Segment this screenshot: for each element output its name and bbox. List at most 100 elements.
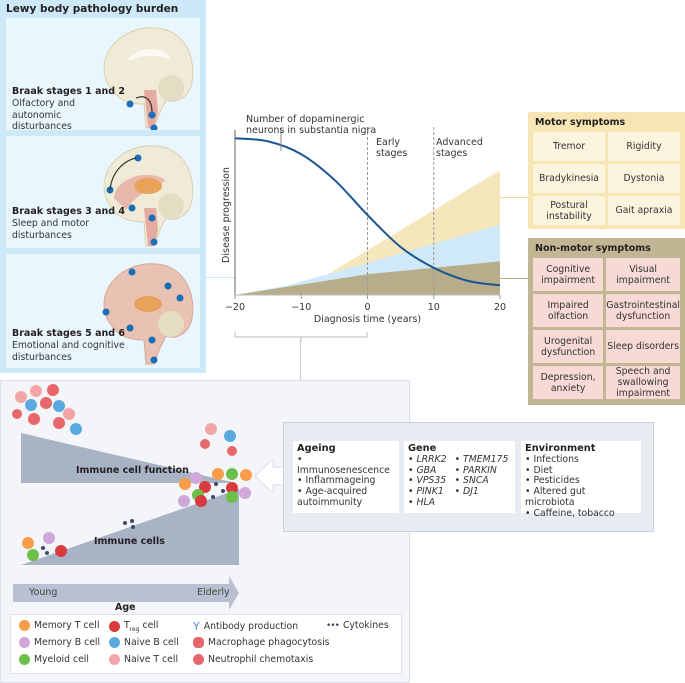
gene-item: GBA <box>408 465 447 477</box>
macrophage-icon <box>193 637 204 648</box>
legend-myeloid-cell: Myeloid cell <box>19 654 89 665</box>
early-stages-label-2: stages <box>376 148 407 159</box>
advanced-stages-label-1: Advanced <box>436 137 483 148</box>
gene-title: Gene <box>408 443 437 454</box>
immune-cells-label: Immune cells <box>94 536 165 547</box>
disease-progression-chart: −20 −10 0 10 20 Number of dopaminergic neuro… <box>221 114 506 342</box>
nonmotor-symptom: Impaired olfaction <box>533 294 604 327</box>
immune-function-label: Immune cell function <box>76 465 189 476</box>
risk-factors-panel: Ageing ImmunosenescenceInflammageingAge-… <box>283 422 654 532</box>
ageing-item: Inflammageing <box>297 476 395 487</box>
elderly-function-cells <box>200 423 237 456</box>
environment-item: Diet <box>525 465 637 477</box>
braak-stage-1-2: Braak stages 1 and 2 Olfactory and auton… <box>6 18 200 132</box>
gene-item: DJ1 <box>455 486 509 498</box>
motor-symptom: Gait apraxia <box>608 196 680 225</box>
legend-naive-b-cell: Naive B cell <box>109 637 179 648</box>
environment-item: Altered gut microbiota <box>525 486 637 509</box>
ageing-item: Immunosenescence <box>297 455 395 477</box>
legend-neutrophil: Neutrophil chemotaxis <box>193 654 313 665</box>
early-stages-label-1: Early <box>376 137 400 148</box>
lewy-body-panel: Lewy body pathology burden Braak stages … <box>0 0 206 373</box>
motor-symptom: Rigidity <box>608 132 680 161</box>
environment-item: Pesticides <box>525 476 637 487</box>
stage-description: Sleep and motor disturbances <box>12 218 90 241</box>
nonmotor-symptom: Cognitive impairment <box>533 258 604 291</box>
gene-item: SNCA <box>455 476 509 487</box>
treg-cell-icon <box>109 620 120 632</box>
stage-title: Braak stages 5 and 6 <box>12 328 125 339</box>
neurons-curve <box>234 137 501 287</box>
x-tick-label: −20 <box>225 302 245 313</box>
nonmotor-symptom: Visual impairment <box>606 258 680 291</box>
brain-stage-3-icon <box>103 145 194 247</box>
neutrophil-icon <box>193 654 204 665</box>
brain-stage-1-icon <box>103 27 194 130</box>
legend-treg-cell: Treg cell <box>109 620 158 633</box>
age-elderly-label: Elderly <box>197 587 230 598</box>
gene-item: TMEM175 <box>455 454 508 466</box>
myeloid-cell-icon <box>19 654 30 665</box>
stage-title: Braak stages 3 and 4 <box>12 206 125 217</box>
x-tick-label: 10 <box>428 302 440 313</box>
nonmotor-symptom: Speech and swallowing impairment <box>606 366 680 399</box>
motor-symptom: Postural instability <box>533 196 605 225</box>
immune-cells-wedge <box>21 489 239 565</box>
age-young-label: Young <box>29 587 58 598</box>
motor-title: Motor symptoms <box>535 117 626 128</box>
x-tick-label: 0 <box>364 302 370 313</box>
x-axis-label: Diagnosis time (years) <box>314 314 421 325</box>
gene-item: PINK1 <box>408 486 447 498</box>
legend-memory-b-cell: Memory B cell <box>19 637 100 648</box>
gene-item: LRRK2 <box>408 454 446 466</box>
memory-b-cell-icon <box>19 637 30 648</box>
motor-symptom: Bradykinesia <box>533 164 605 193</box>
motor-symptom: Tremor <box>533 132 605 161</box>
brain-stage-5-icon <box>102 263 194 365</box>
x-tick-label: 20 <box>494 302 506 313</box>
gene-box: Gene LRRK2GBAVPS35PINK1HLA TMEM175PARKIN… <box>404 441 515 513</box>
neurons-annotation-line2: neurons in substantia nigra <box>246 125 376 136</box>
nonmotor-symptom: Urogenital dysfunction <box>533 330 604 363</box>
lewy-connector <box>206 277 236 278</box>
environment-item: Caffeine, tobacco <box>525 508 637 520</box>
legend-memory-t-cell: Memory T cell <box>19 620 99 631</box>
gene-item: HLA <box>408 497 447 509</box>
young-cells-cluster <box>12 384 82 435</box>
neurons-annotation-line1: Number of dopaminergic <box>246 114 364 125</box>
elderly-immune-cells <box>178 468 252 507</box>
immune-function-wedge <box>21 433 236 483</box>
braak-stage-3-4: Braak stages 3 and 4 Sleep and motor dis… <box>6 136 200 248</box>
antibody-icon: Y <box>193 620 200 633</box>
naive-b-cell-icon <box>109 637 120 648</box>
age-label: Age <box>115 602 136 613</box>
y-axis-label: Disease progression <box>221 167 232 263</box>
legend-macrophage: Macrophage phagocytosis <box>193 637 330 648</box>
x-tick-label: −10 <box>291 302 311 313</box>
stage-title: Braak stages 1 and 2 <box>12 86 125 97</box>
environment-box: Environment InfectionsDietPesticidesAlte… <box>521 441 641 519</box>
nonmotor-connector <box>500 278 528 279</box>
immune-diagram <box>12 384 252 610</box>
nonmotor-symptom: Sleep disorders <box>606 330 680 363</box>
nonmotor-title: Non-motor symptoms <box>535 243 651 254</box>
ageing-box: Ageing ImmunosenescenceInflammageingAge-… <box>293 441 399 513</box>
gene-item: PARKIN <box>455 465 509 477</box>
legend-naive-t-cell: Naive T cell <box>109 654 178 665</box>
motor-symptom: Dystonia <box>608 164 680 193</box>
ageing-title: Ageing <box>297 443 336 454</box>
nonmotor-symptom: Gastrointestinal dysfunction <box>606 294 680 327</box>
environment-item: Infections <box>525 454 637 466</box>
lewy-panel-title: Lewy body pathology burden <box>6 3 179 15</box>
naive-t-cell-icon <box>109 654 120 665</box>
ageing-item: Age-acquired autoimmunity <box>297 486 395 509</box>
motor-connector <box>500 197 528 198</box>
bracket <box>234 332 368 342</box>
stage-description: Olfactory and autonomic disturbances <box>12 98 76 132</box>
stage-description: Emotional and cognitive disturbances <box>12 340 125 363</box>
braak-stage-5-6: Braak stages 5 and 6 Emotional and cogni… <box>6 254 200 368</box>
age-arrow <box>13 576 239 610</box>
